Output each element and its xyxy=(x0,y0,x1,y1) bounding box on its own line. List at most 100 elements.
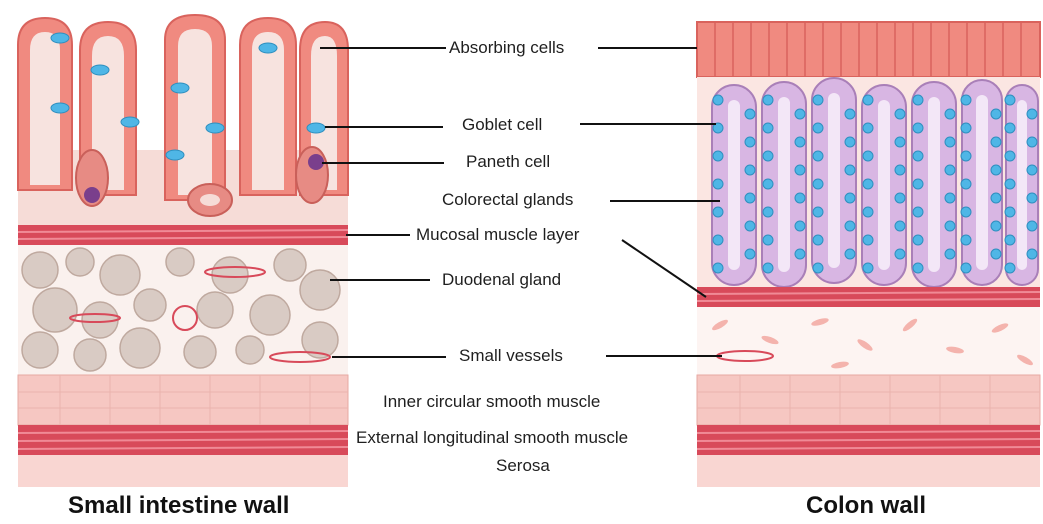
goblet-cell-marker xyxy=(745,137,755,147)
title-colon-wall: Colon wall xyxy=(806,492,926,520)
goblet-cell-marker xyxy=(166,150,184,160)
goblet-cell-marker xyxy=(1005,123,1015,133)
goblet-cell-marker xyxy=(845,193,855,203)
goblet-cell-marker xyxy=(795,109,805,119)
goblet-cell-marker xyxy=(913,179,923,189)
goblet-cell-marker xyxy=(795,249,805,259)
gland-lumen xyxy=(928,97,940,272)
gland-lumen xyxy=(1017,100,1027,270)
goblet-cell-marker xyxy=(763,235,773,245)
gland-lumen xyxy=(878,100,890,270)
goblet-cell-marker xyxy=(1005,207,1015,217)
goblet-cell-marker xyxy=(945,137,955,147)
duodenal-gland-lobule xyxy=(22,332,58,368)
goblet-cell-marker xyxy=(745,109,755,119)
goblet-cell-marker xyxy=(1027,249,1037,259)
duodenal-gland-lobule xyxy=(134,289,166,321)
goblet-cell-marker xyxy=(51,33,69,43)
goblet-cell-marker xyxy=(961,95,971,105)
goblet-cell-marker xyxy=(945,221,955,231)
label-goblet-cell: Goblet cell xyxy=(462,115,542,135)
goblet-cell-marker xyxy=(961,207,971,217)
label-external-longitudinal-smooth-muscle: External longitudinal smooth muscle xyxy=(356,428,628,448)
goblet-cell-marker xyxy=(713,263,723,273)
gland-lumen xyxy=(828,93,840,268)
duodenal-gland-lobule xyxy=(250,295,290,335)
goblet-cell-marker xyxy=(863,179,873,189)
goblet-cell-marker xyxy=(845,249,855,259)
duodenal-gland-lobule xyxy=(274,249,306,281)
goblet-cell-marker xyxy=(945,109,955,119)
goblet-cell-marker xyxy=(895,109,905,119)
goblet-cell-marker xyxy=(991,165,1001,175)
gland-lumen xyxy=(728,100,740,270)
colon-absorbing-cells-band xyxy=(697,22,1040,77)
goblet-cell-marker xyxy=(961,263,971,273)
goblet-cell-marker xyxy=(745,193,755,203)
goblet-cell-marker xyxy=(795,137,805,147)
submucosa-right xyxy=(697,307,1040,375)
label-colorectal-glands: Colorectal glands xyxy=(442,190,573,210)
goblet-cell-marker xyxy=(961,179,971,189)
serosa-right xyxy=(697,455,1040,487)
goblet-cell-marker xyxy=(895,137,905,147)
goblet-cell-marker xyxy=(1027,193,1037,203)
goblet-cell-marker xyxy=(206,123,224,133)
duodenal-gland-lobule xyxy=(120,328,160,368)
goblet-cell-marker xyxy=(1027,165,1037,175)
goblet-cell-marker xyxy=(1005,235,1015,245)
duodenal-gland-lobule xyxy=(197,292,233,328)
goblet-cell-marker xyxy=(813,95,823,105)
goblet-cell-marker xyxy=(991,193,1001,203)
mucosal-muscle-band-left xyxy=(18,225,348,245)
goblet-cell-marker xyxy=(913,235,923,245)
goblet-cell-marker xyxy=(307,123,325,133)
goblet-cell-marker xyxy=(991,137,1001,147)
goblet-cell-marker xyxy=(991,221,1001,231)
goblet-cell-marker xyxy=(895,249,905,259)
goblet-cell-marker xyxy=(845,221,855,231)
goblet-cell-marker xyxy=(945,249,955,259)
goblet-cell-marker xyxy=(1005,263,1015,273)
duodenal-gland-lobule xyxy=(236,336,264,364)
duodenal-gland-lobule xyxy=(166,248,194,276)
label-paneth-cell: Paneth cell xyxy=(466,152,550,172)
goblet-cell-marker xyxy=(1027,109,1037,119)
goblet-cell-marker xyxy=(845,109,855,119)
goblet-cell-marker xyxy=(913,123,923,133)
goblet-cell-marker xyxy=(945,165,955,175)
villus-4-core xyxy=(252,32,284,190)
goblet-cell-marker xyxy=(745,249,755,259)
colon-illustration xyxy=(697,22,1040,487)
goblet-cell-marker xyxy=(51,103,69,113)
mucosal-muscle-band-right xyxy=(697,287,1040,307)
goblet-cell-marker xyxy=(863,151,873,161)
goblet-cell-marker xyxy=(171,83,189,93)
villus-3-core xyxy=(178,29,212,195)
gland-lumen xyxy=(976,95,988,270)
goblet-cell-marker xyxy=(1027,221,1037,231)
goblet-cell-marker xyxy=(813,263,823,273)
duodenal-gland-lobule xyxy=(33,288,77,332)
goblet-cell-marker xyxy=(913,263,923,273)
duodenal-gland-lobule xyxy=(212,257,248,293)
goblet-cell-marker xyxy=(863,235,873,245)
goblet-cell-marker xyxy=(991,249,1001,259)
paneth-cell-marker xyxy=(308,154,324,170)
goblet-cell-marker xyxy=(795,193,805,203)
title-small-intestine-wall: Small intestine wall xyxy=(68,492,289,520)
goblet-cell-marker xyxy=(713,95,723,105)
goblet-cell-marker xyxy=(961,123,971,133)
goblet-cell-marker xyxy=(913,207,923,217)
duodenal-gland-lobule xyxy=(100,255,140,295)
goblet-cell-marker xyxy=(945,193,955,203)
goblet-cell-marker xyxy=(763,123,773,133)
inner-circular-muscle-left xyxy=(18,375,348,425)
goblet-cell-marker xyxy=(845,137,855,147)
label-mucosal-muscle-layer: Mucosal muscle layer xyxy=(416,225,579,245)
goblet-cell-marker xyxy=(845,165,855,175)
goblet-cell-marker xyxy=(763,95,773,105)
goblet-cell-marker xyxy=(121,117,139,127)
leader-mucosal-muscle-right xyxy=(622,240,706,297)
goblet-cell-marker xyxy=(991,109,1001,119)
